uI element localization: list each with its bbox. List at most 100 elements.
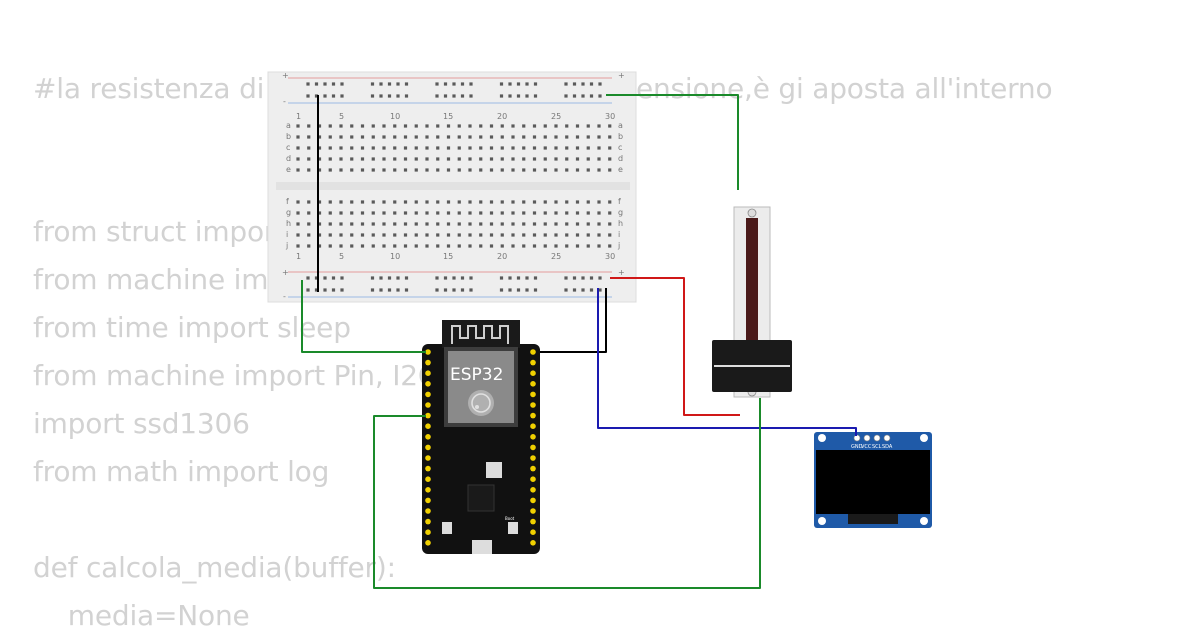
esp32-pin[interactable] xyxy=(530,487,536,493)
esp32-pin[interactable] xyxy=(530,412,536,419)
wire-blue-oled-gnd[interactable] xyxy=(597,288,857,436)
breadboard-hole xyxy=(508,82,512,86)
code-line-12: media=None xyxy=(33,599,250,630)
esp32-pin[interactable] xyxy=(425,412,431,419)
breadboard-hole xyxy=(516,94,521,98)
breadboard-hole xyxy=(350,233,354,237)
breadboard-hole xyxy=(586,200,590,204)
esp32-pin[interactable] xyxy=(425,402,431,408)
esp32-pin[interactable] xyxy=(530,391,536,398)
esp32-pin[interactable] xyxy=(425,508,431,514)
breadboard-hole xyxy=(296,124,300,128)
esp32-pin[interactable] xyxy=(425,529,431,535)
wire-green-pot-top[interactable] xyxy=(606,94,739,190)
breadboard-hole xyxy=(296,146,300,150)
esp32-pin[interactable] xyxy=(425,455,431,461)
esp32-pin[interactable] xyxy=(425,518,431,525)
breadboard-hole xyxy=(414,200,418,204)
breadboard-hole xyxy=(387,288,392,292)
esp32-pin[interactable] xyxy=(425,349,431,355)
breadboard-hole xyxy=(554,211,558,215)
breadboard-hole xyxy=(340,288,344,292)
breadboard-hole xyxy=(597,124,601,128)
breadboard-hole xyxy=(436,211,440,215)
breadboard-hole xyxy=(586,124,590,128)
wire-black-gnd[interactable] xyxy=(540,288,607,353)
esp32-pin[interactable] xyxy=(425,359,431,366)
wire-red-power[interactable] xyxy=(610,277,740,416)
slide-potentiometer[interactable] xyxy=(712,206,792,398)
esp32-pin[interactable] xyxy=(425,487,431,493)
breadboard-hole xyxy=(511,124,515,128)
breadboard-hole xyxy=(339,244,343,248)
breadboard-hole xyxy=(598,276,602,280)
breadboard-hole xyxy=(436,146,440,150)
esp32-pin[interactable] xyxy=(530,402,536,408)
esp32-pin[interactable] xyxy=(425,391,431,398)
esp32-pin[interactable] xyxy=(425,540,431,546)
wire-green-pot-signal[interactable] xyxy=(373,398,761,589)
breadboard-hole xyxy=(452,82,456,86)
breadboard-hole xyxy=(457,135,461,139)
esp32-pin[interactable] xyxy=(425,444,431,451)
breadboard-hole xyxy=(516,276,521,280)
breadboard-hole xyxy=(564,288,568,292)
breadboard-hole xyxy=(522,211,526,215)
rail-plus-bottom: + xyxy=(282,268,289,277)
breadboard-hole xyxy=(597,157,601,161)
breadboard-hole xyxy=(296,168,300,172)
esp32-pin[interactable] xyxy=(530,423,536,430)
breadboard-hole xyxy=(457,211,461,215)
esp32-pin[interactable] xyxy=(530,381,536,387)
esp32-pin[interactable] xyxy=(530,455,536,461)
esp32-pin[interactable] xyxy=(530,349,536,355)
breadboard[interactable]: + + + + - - 1 5 10 15 20 25 30 1 5 10 15… xyxy=(267,71,637,303)
bb-row-letter-right: j xyxy=(617,241,620,250)
esp32-pin[interactable] xyxy=(530,529,536,535)
breadboard-hole xyxy=(586,146,590,150)
esp32-pin[interactable] xyxy=(530,434,536,440)
breadboard-hole xyxy=(468,200,472,204)
breadboard-hole xyxy=(296,135,300,139)
breadboard-hole xyxy=(525,288,529,292)
esp32-pin[interactable] xyxy=(530,508,536,514)
breadboard-hole xyxy=(565,168,569,172)
bb-row-letter-right: a xyxy=(618,121,623,130)
esp32-pin[interactable] xyxy=(530,497,536,504)
esp32-pin[interactable] xyxy=(530,518,536,525)
wire-green-esp-power[interactable] xyxy=(301,280,426,353)
bb-row-letter-right: g xyxy=(618,208,623,217)
esp32-pin[interactable] xyxy=(425,434,431,440)
esp32-pin[interactable] xyxy=(530,476,536,483)
breadboard-hole xyxy=(564,276,568,280)
breadboard-hole xyxy=(532,222,537,226)
breadboard-hole xyxy=(532,124,537,128)
breadboard-hole xyxy=(393,200,397,204)
breadboard-hole xyxy=(460,94,465,98)
breadboard-hole xyxy=(575,211,580,215)
breadboard-hole xyxy=(404,288,409,292)
breadboard-hole xyxy=(500,200,504,204)
esp32-pin[interactable] xyxy=(425,497,431,504)
oled-display[interactable]: GND VCC SCL SDA xyxy=(814,432,932,528)
esp32-pin[interactable] xyxy=(530,359,536,366)
breadboard-hole xyxy=(500,124,504,128)
breadboard-hole xyxy=(543,168,547,172)
breadboard-hole xyxy=(425,222,429,226)
breadboard-hole xyxy=(489,124,494,128)
esp32-pin[interactable] xyxy=(425,465,431,472)
esp32-pin[interactable] xyxy=(425,370,431,377)
bb-col-number: 20 xyxy=(497,112,507,121)
esp32-pin[interactable] xyxy=(425,381,431,387)
breadboard-hole xyxy=(371,200,375,204)
esp32-pin[interactable] xyxy=(530,540,536,546)
esp32-pin[interactable] xyxy=(530,370,536,377)
esp32-pin[interactable] xyxy=(530,444,536,451)
breadboard-hole xyxy=(597,135,601,139)
code-line-8: import ssd1306 xyxy=(33,407,250,440)
esp32-pin[interactable] xyxy=(425,423,431,430)
esp32-pin[interactable] xyxy=(425,476,431,483)
esp32-pin[interactable] xyxy=(530,465,536,472)
esp32-board[interactable]: ESP32 Boot xyxy=(422,320,540,554)
